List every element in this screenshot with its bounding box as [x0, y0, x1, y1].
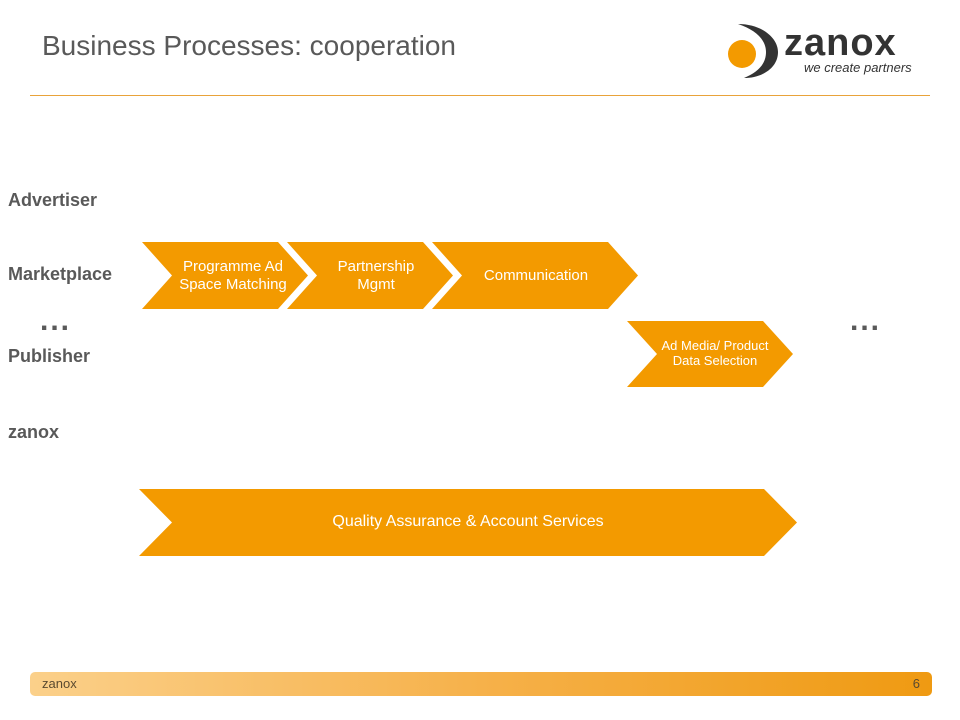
step-ad-media-selection-label: Ad Media/ Product Data Selection [661, 338, 769, 368]
step-ad-media-selection: Ad Media/ Product Data Selection [627, 321, 793, 387]
ellipsis-right: ... [850, 304, 882, 337]
role-advertiser: Advertiser [8, 190, 98, 210]
step-programme-matching-label: Programme Ad Space Matching [179, 258, 287, 293]
role-publisher: Publisher [8, 346, 91, 366]
step-programme-matching: Programme Ad Space Matching [142, 242, 308, 309]
step-quality-assurance-label: Quality Assurance & Account Services [332, 513, 604, 531]
step-partnership-mgmt: Partnership Mgmt [287, 242, 453, 309]
slide-title: Business Processes: cooperation [42, 30, 456, 61]
zanox-logo: zanox we create partners [722, 20, 922, 82]
step-quality-assurance: Quality Assurance & Account Services [139, 489, 797, 556]
role-zanox: zanox [8, 422, 60, 442]
logo-mark-icon [728, 24, 778, 78]
step-communication: Communication [432, 242, 638, 309]
title-divider [30, 95, 930, 96]
ellipsis-left: ... [40, 304, 72, 337]
logo-name: zanox [784, 22, 897, 64]
footer-label: zanox [42, 676, 77, 691]
step-partnership-mgmt-label: Partnership Mgmt [337, 258, 415, 293]
logo-tagline: we create partners [804, 60, 912, 75]
role-marketplace: Marketplace [8, 264, 113, 284]
step-communication-label: Communication [483, 266, 589, 284]
page-number: 6 [912, 676, 920, 691]
footer-bar: zanox 6 [30, 672, 932, 696]
